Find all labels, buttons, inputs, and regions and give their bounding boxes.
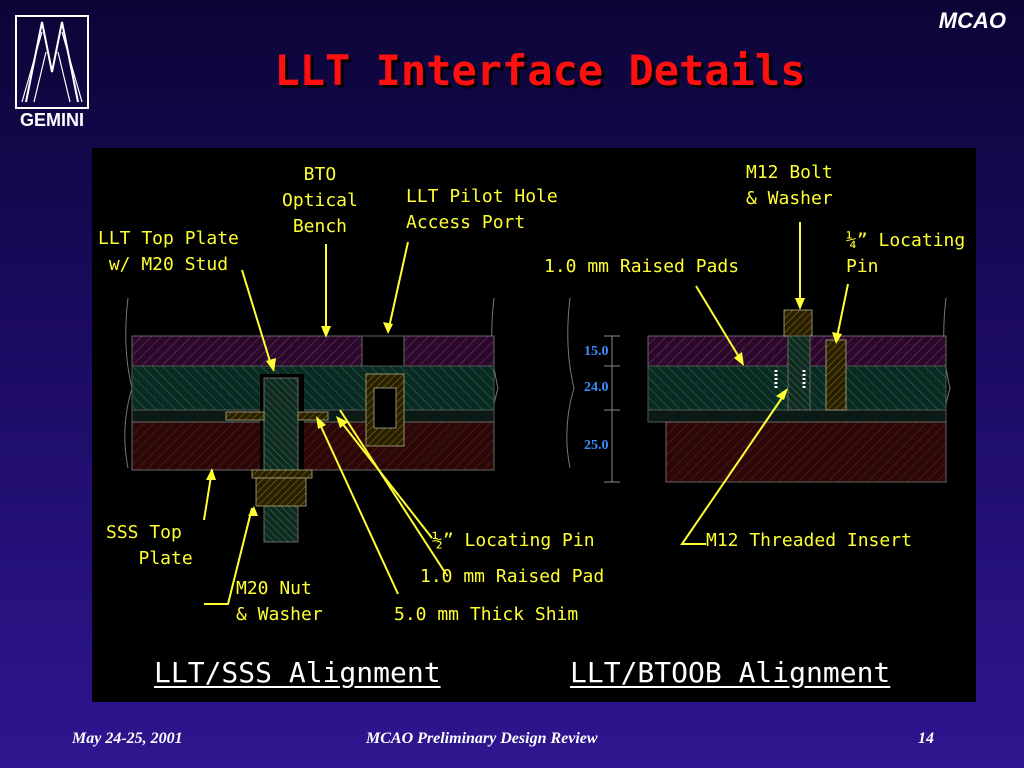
- threaded-insert-label: M12 Threaded Insert: [706, 530, 912, 551]
- left-assembly: [124, 297, 499, 543]
- dimension-25: 25.0: [584, 438, 609, 453]
- m12-bolt-label: M12 Bolt & Washer: [746, 162, 833, 209]
- page-title: LLT Interface Details: [274, 46, 806, 95]
- caption-left: LLT/SSS Alignment: [154, 656, 441, 689]
- logo-text: GEMINI: [19, 110, 84, 130]
- footer-page-number: 14: [918, 730, 934, 747]
- interface-diagram: [124, 222, 951, 605]
- leader-lines: [203, 222, 849, 605]
- bto-optical-bench-label: BTO Optical Bench: [282, 164, 358, 237]
- gemini-logo-icon: [15, 15, 89, 109]
- shim-label: 5.0 mm Thick Shim: [394, 604, 579, 625]
- sss-top-plate-label: SSS Top Plate: [106, 522, 193, 569]
- locating-pin-left-label: ½” Locating Pin: [432, 530, 595, 551]
- dimension-24: 24.0: [584, 380, 609, 395]
- right-assembly: [566, 297, 951, 483]
- raised-pads-label: 1.0 mm Raised Pads: [544, 256, 740, 277]
- pilot-hole-label: LLT Pilot Hole Access Port: [406, 186, 558, 233]
- m20-nut-label: M20 Nut & Washer: [236, 578, 323, 625]
- diagram-panel: BTO Optical Bench LLT Pilot Hole Access …: [92, 148, 976, 702]
- dimension-15: 15.0: [584, 344, 609, 359]
- footer-date: May 24-25, 2001: [72, 730, 183, 747]
- locating-pin-right-label: ¼” Locating Pin: [846, 230, 966, 277]
- top-plate-label: LLT Top Plate w/ M20 Stud: [98, 228, 239, 275]
- corner-label: MCAO: [938, 8, 1006, 33]
- footer-event: MCAO Preliminary Design Review: [366, 730, 598, 747]
- caption-right: LLT/BTOOB Alignment: [570, 656, 891, 689]
- raised-pad-label: 1.0 mm Raised Pad: [420, 566, 605, 587]
- leader-arrowheads: [206, 298, 842, 516]
